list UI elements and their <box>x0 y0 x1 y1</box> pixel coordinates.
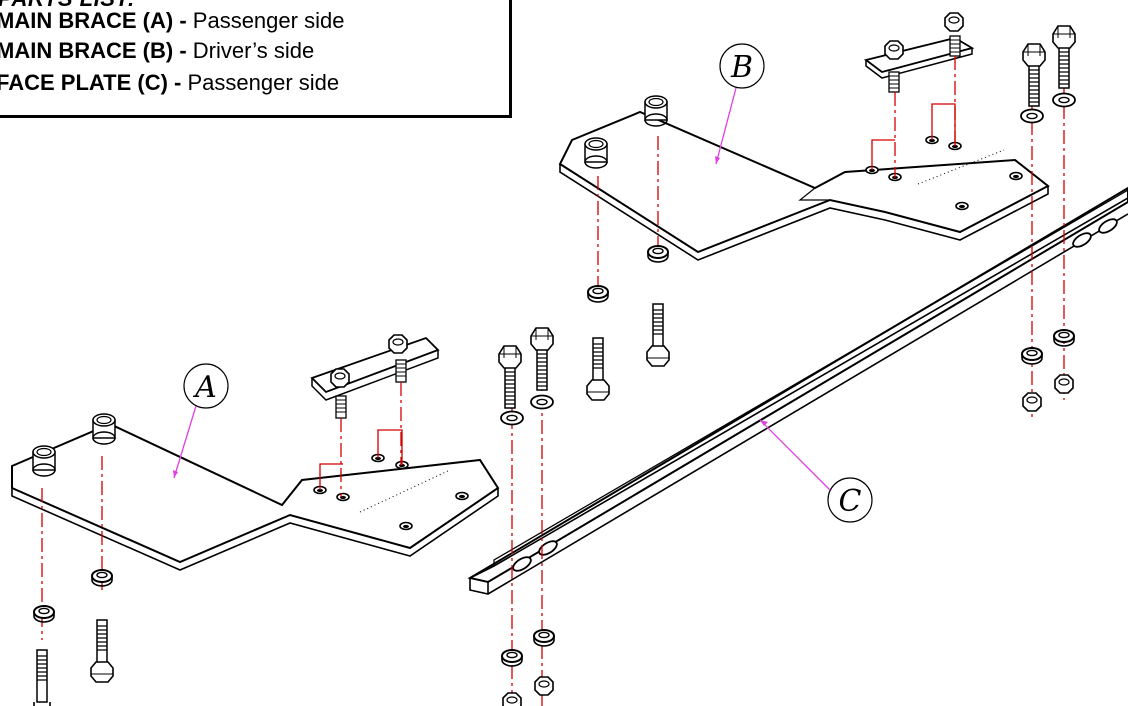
main-brace-a <box>11 413 500 571</box>
callout-b: B <box>715 43 765 165</box>
top-plate-a <box>310 334 440 419</box>
top-plate-b <box>863 12 975 93</box>
part-desc-c: Passenger side <box>187 70 340 95</box>
part-desc-a: Passenger side <box>192 8 345 33</box>
callout-a-label: A <box>192 370 217 405</box>
part-name-b: MAIN BRACE (B) - <box>0 38 187 63</box>
parts-list-box: PARTS LIST: MAIN BRACE (A) - Passenger s… <box>0 0 512 118</box>
callout-c: C <box>759 419 873 523</box>
part-name-a: MAIN BRACE (A) - <box>0 8 187 33</box>
hardware-face-right <box>1020 25 1076 412</box>
hardware-brace-b <box>586 245 670 401</box>
parts-list-item-a: MAIN BRACE (A) - Passenger side <box>0 8 344 34</box>
hardware-brace-a <box>33 569 114 706</box>
part-desc-b: Driver’s side <box>192 38 315 63</box>
callout-c-label: C <box>839 484 862 519</box>
callout-b-label: B <box>730 50 753 85</box>
main-brace-b <box>558 95 1050 261</box>
parts-list-item-c: FACE PLATE (C) - Passenger side <box>0 70 339 96</box>
part-name-c: FACE PLATE (C) - <box>0 70 182 95</box>
parts-list-item-b: MAIN BRACE (B) - Driver’s side <box>0 38 314 64</box>
center-lines <box>41 56 1065 706</box>
parts-list-title: PARTS LIST: <box>0 0 136 12</box>
hardware-face-left <box>498 327 555 706</box>
callout-a: A <box>173 363 229 479</box>
face-plate-c <box>467 186 1128 595</box>
